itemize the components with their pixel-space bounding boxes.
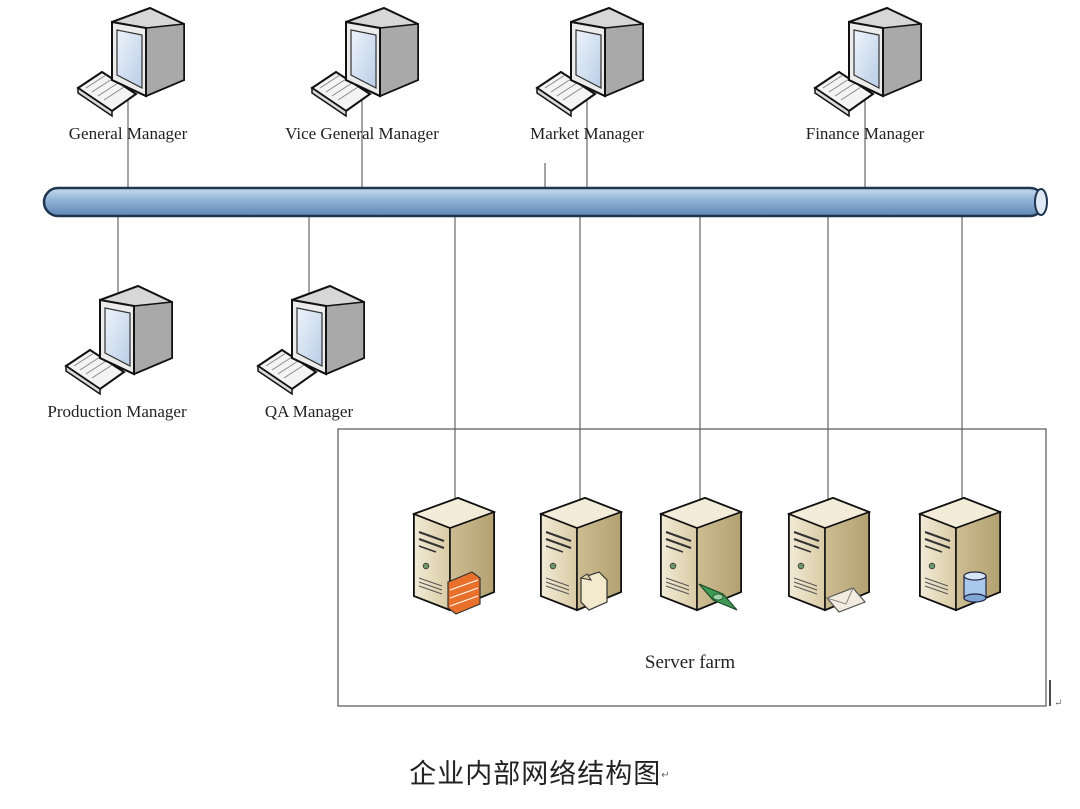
computer-icon bbox=[814, 7, 922, 117]
server-farm-box bbox=[337, 428, 1047, 707]
label-qa-manager: QA Manager bbox=[265, 402, 354, 421]
computer-icon bbox=[536, 7, 644, 117]
caption-text: 企业内部网络结构图 bbox=[409, 759, 662, 790]
label-general-manager: General Manager bbox=[69, 124, 188, 143]
label-finance-manager: Finance Manager bbox=[806, 124, 925, 143]
computer-icon bbox=[257, 285, 365, 395]
caption-paragraph-mark: ↵ bbox=[661, 770, 671, 781]
money-icon bbox=[698, 583, 738, 611]
label-market-manager: Market Manager bbox=[530, 124, 644, 143]
server-icon bbox=[540, 497, 622, 611]
paragraph-mark: ↵ bbox=[1054, 698, 1062, 709]
computer-icon bbox=[311, 7, 419, 117]
mail-icon bbox=[825, 587, 867, 613]
network-bus bbox=[42, 186, 1048, 218]
database-icon bbox=[963, 571, 987, 603]
label-server-farm: Server farm bbox=[645, 652, 735, 673]
file-icon bbox=[579, 571, 608, 611]
server-icon bbox=[788, 497, 870, 613]
label-vice-general-manager: Vice General Manager bbox=[285, 124, 439, 143]
figure-caption: 企业内部网络结构图↵ bbox=[0, 752, 1080, 791]
label-production-manager: Production Manager bbox=[47, 402, 187, 421]
computer-icon bbox=[65, 285, 173, 395]
firewall-icon bbox=[447, 571, 481, 615]
server-icon bbox=[660, 497, 742, 611]
server-icon bbox=[413, 497, 495, 615]
computer-icon bbox=[77, 7, 185, 117]
server-icon bbox=[919, 497, 1001, 611]
